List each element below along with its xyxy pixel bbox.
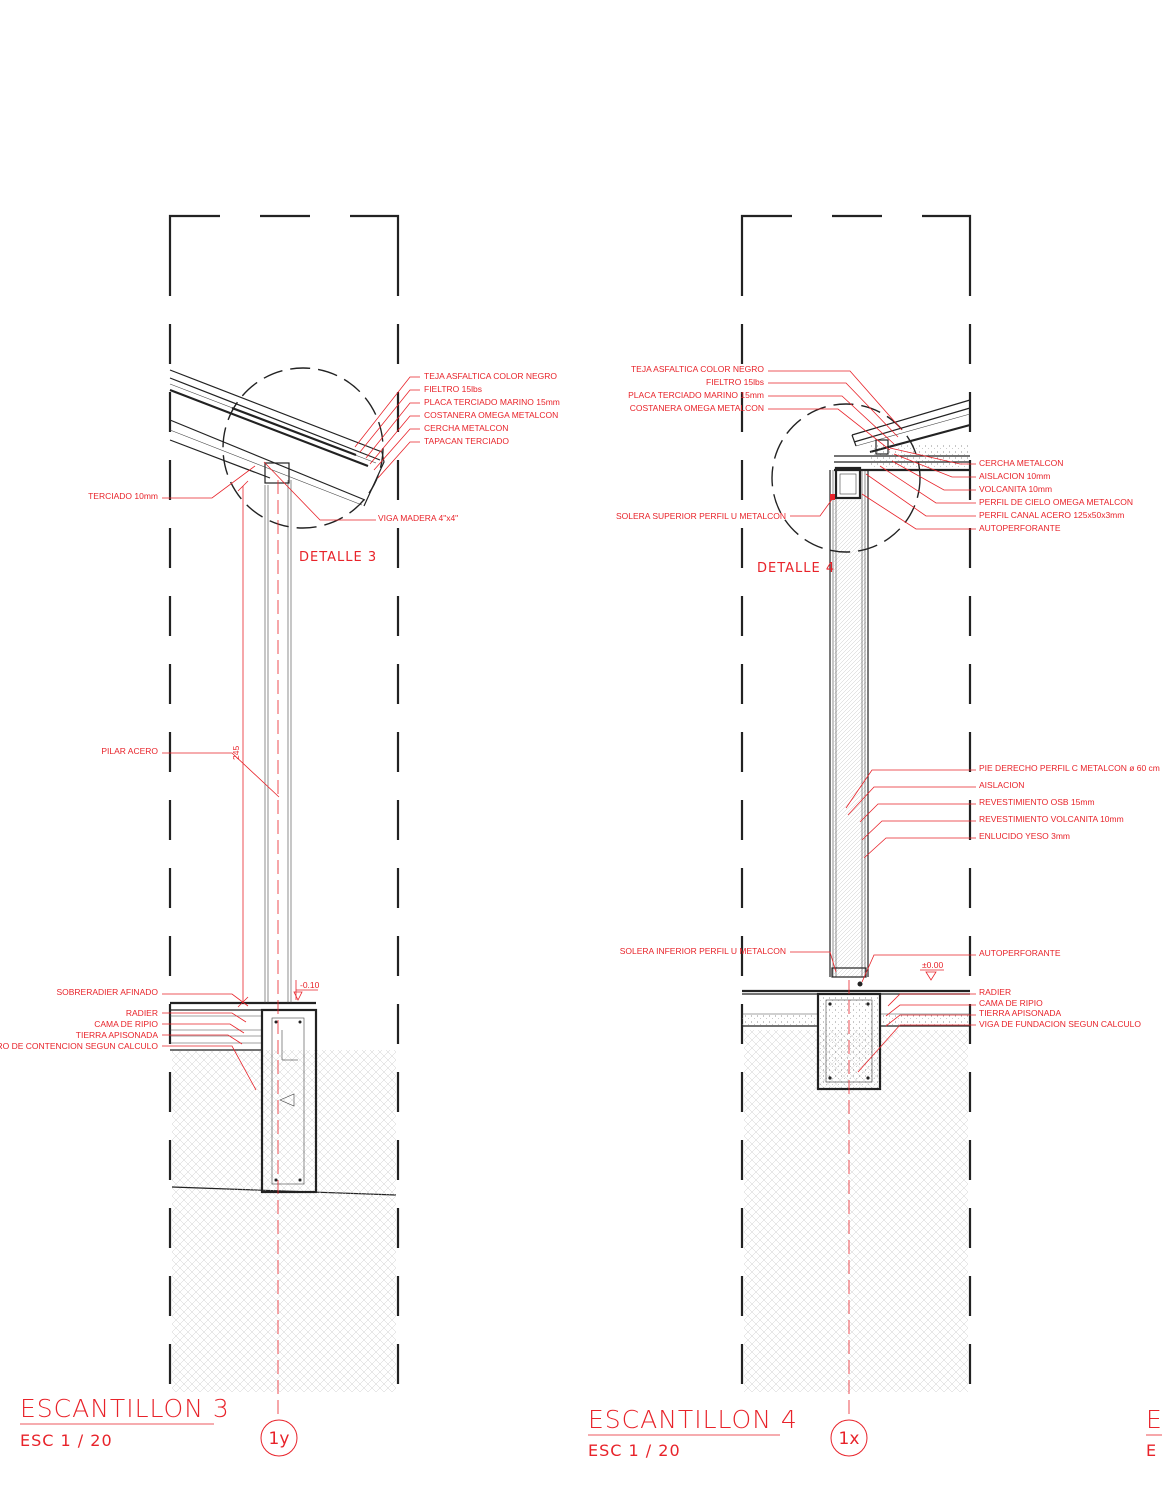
wall-4 — [829, 466, 869, 987]
axis-bubble-3 — [260, 1419, 298, 1457]
label-viga-3: VIGA MADERA 4"x4" — [378, 513, 458, 523]
label-teja-4: TEJA ASFALTICA COLOR NEGRO — [631, 364, 764, 374]
title-escantillon-4: ESCANTILLON 4 — [588, 1405, 798, 1434]
roof-4 — [834, 399, 971, 472]
label-aislacion-4: AISLACION — [979, 780, 1024, 790]
roof-3 — [169, 369, 385, 507]
label-radier-3: RADIER — [126, 1008, 158, 1018]
scale-escantillon-4: ESC 1 / 20 — [588, 1441, 681, 1460]
label-tierra-3: TIERRA APISONADA — [76, 1030, 159, 1040]
level-marker-3: -0.10 — [293, 980, 320, 1001]
axis-label-4: 1x — [839, 1429, 860, 1449]
frame-4 — [740, 214, 972, 1392]
steel-column-3 — [264, 462, 292, 1003]
label-placa-4: PLACA TERCIADO MARINO 15mm — [628, 390, 764, 400]
label-cercha-3: CERCHA METALCON — [424, 423, 508, 433]
leaders-3-roof — [354, 376, 420, 479]
label-tapacan-3: TAPACAN TERCIADO — [424, 436, 509, 446]
label-osb-4: REVESTIMIENTO OSB 15mm — [979, 797, 1095, 807]
label-pie-derecho-4: PIE DERECHO PERFIL C METALCON ø 60 cm — [979, 763, 1160, 773]
label-volcanita-4: REVESTIMIENTO VOLCANITA 10mm — [979, 814, 1124, 824]
label-cercha-4: CERCHA METALCON — [979, 458, 1063, 468]
label-enlucido-4: ENLUCIDO YESO 3mm — [979, 831, 1070, 841]
svg-text:±0.00: ±0.00 — [922, 960, 943, 970]
scale-escantillon-3: ESC 1 / 20 — [20, 1431, 113, 1450]
label-costanera-4: COSTANERA OMEGA METALCON — [630, 403, 764, 413]
label-solera-sup-4: SOLERA SUPERIOR PERFIL U METALCON — [616, 511, 786, 521]
label-fieltro-4: FIELTRO 15lbs — [706, 377, 764, 387]
escantillon-3: DETALLE 3 1y 245 -0.10 TEJA ASFAL — [0, 214, 560, 1457]
frame-3 — [168, 214, 400, 1392]
detail-label-3: DETALLE 3 — [299, 550, 377, 565]
svg-text:245: 245 — [231, 746, 241, 760]
label-placa-3: PLACA TERCIADO MARINO 15mm — [424, 397, 560, 407]
detail-circle-4 — [771, 403, 921, 553]
label-fieltro-3: FIELTRO 15lbs — [424, 384, 482, 394]
leaders-4-right — [861, 447, 976, 530]
label-teja-3: TEJA ASFALTICA COLOR NEGRO — [424, 371, 557, 381]
label-perfil-canal-4: PERFIL CANAL ACERO 125x50x3mm — [979, 510, 1124, 520]
label-aislacion10-4: AISLACION 10mm — [979, 471, 1050, 481]
leaders-4-wall — [845, 769, 976, 859]
label-autoperforante-1-4: AUTOPERFORANTE — [979, 523, 1061, 533]
retaining-wall-3 — [260, 1008, 318, 1194]
label-terciado-3: TERCIADO 10mm — [88, 491, 158, 501]
axis-bubble-4 — [830, 1419, 868, 1457]
ground-hatch-4 — [744, 1030, 968, 1392]
label-autoperforante-2-4: AUTOPERFORANTE — [979, 948, 1061, 958]
partial-title: E E — [1146, 1405, 1162, 1460]
label-cama-3: CAMA DE RIPIO — [94, 1019, 158, 1029]
level-marker-4: ±0.00 — [920, 960, 944, 981]
dimension-3: 245 — [231, 480, 249, 1008]
label-viga-4: VIGA DE FUNDACION SEGUN CALCULO — [979, 1019, 1141, 1029]
label-perfil-cielo-4: PERFIL DE CIELO OMEGA METALCON — [979, 497, 1133, 507]
escantillon-4: DETALLE 4 1x ±0.00 TEJA ASFALTICA COLOR … — [588, 214, 1160, 1460]
label-volcanita10-4: VOLCANITA 10mm — [979, 484, 1052, 494]
svg-text:E: E — [1146, 1405, 1162, 1434]
axis-label-3: 1y — [269, 1429, 290, 1449]
label-muro-3: MURO DE CONTENCION SEGUN CALCULO — [0, 1041, 158, 1051]
svg-text:-0.10: -0.10 — [300, 980, 320, 990]
title-escantillon-3: ESCANTILLON 3 — [20, 1394, 230, 1423]
detail-label-4: DETALLE 4 — [757, 561, 835, 576]
label-radier-4: RADIER — [979, 987, 1011, 997]
leaders-4-foundation — [857, 993, 976, 1073]
svg-text:E: E — [1146, 1441, 1157, 1460]
label-tierra-4: TIERRA APISONADA — [979, 1008, 1062, 1018]
label-cama-4: CAMA DE RIPIO — [979, 998, 1043, 1008]
label-solera-inf-4: SOLERA INFERIOR PERFIL U METALCON — [620, 946, 786, 956]
leaders-4-left — [768, 370, 903, 973]
label-sobreradier-3: SOBRERADIER AFINADO — [56, 987, 158, 997]
label-costanera-3: COSTANERA OMEGA METALCON — [424, 410, 558, 420]
label-pilar-3: PILAR ACERO — [101, 746, 158, 756]
